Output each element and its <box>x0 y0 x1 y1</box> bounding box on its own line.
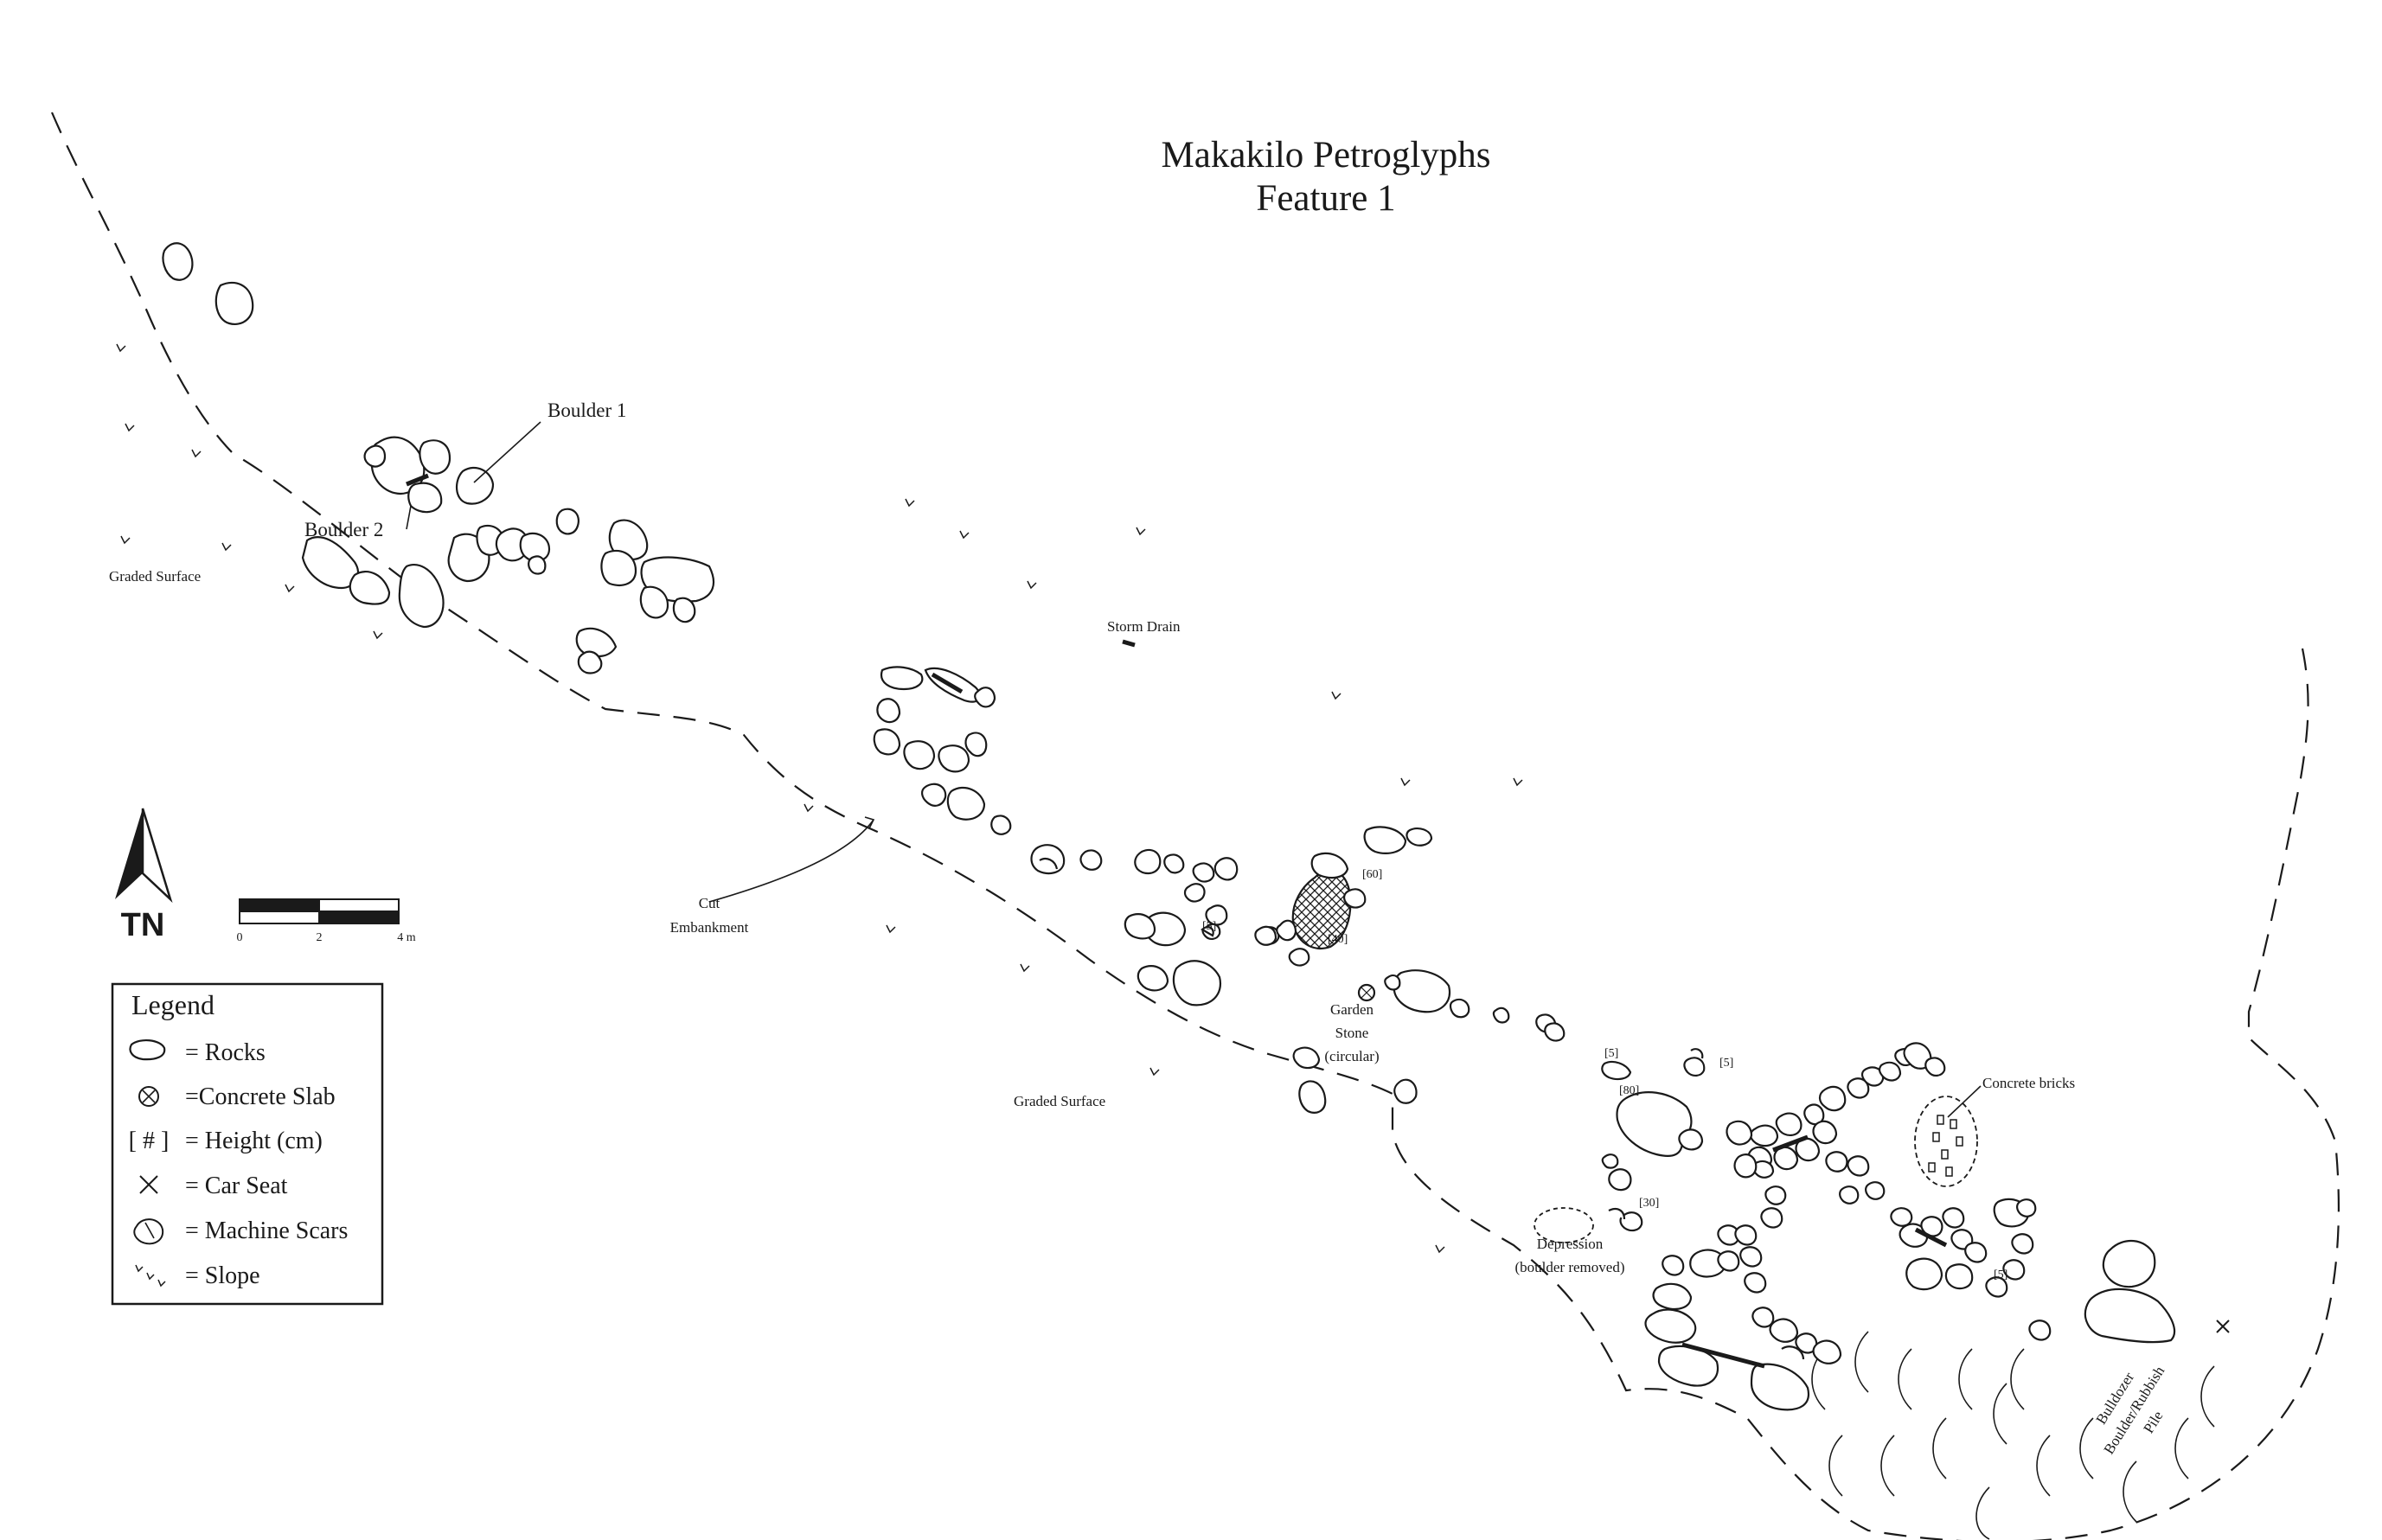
concrete-bricks-outline <box>1914 1096 1978 1187</box>
depression-label-1: Depression <box>1537 1236 1604 1252</box>
concrete-slab-icon <box>138 1086 159 1107</box>
legend-item-label: = Machine Scars <box>185 1217 348 1244</box>
height-label: [40] <box>1328 933 1348 946</box>
slope-icon <box>135 1264 166 1288</box>
slope-marks <box>116 343 1523 1254</box>
garden-stone-label-3: (circular) <box>1324 1048 1379 1064</box>
graded-surface-label-left: Graded Surface <box>109 568 201 585</box>
rocks-cluster-garden-stone <box>1292 969 1632 1104</box>
leader-lines <box>406 421 1982 1118</box>
legend-item-label: =Concrete Slab <box>185 1083 336 1110</box>
garden-stone-label-1: Garden <box>1330 1001 1374 1018</box>
scale-tick-2: 2 <box>317 931 323 944</box>
legend-title: Legend <box>131 989 215 1020</box>
garden-stone-label-2: Stone <box>1335 1025 1369 1041</box>
car-seat-icon <box>139 1175 158 1194</box>
boulder-1 <box>456 466 495 505</box>
storm-drain-label: Storm Drain <box>1107 618 1181 635</box>
height-bracket-icon: [ # ] <box>129 1128 170 1154</box>
legend-item-label: = Rocks <box>185 1039 266 1066</box>
car-seat-mark <box>2216 1320 2230 1333</box>
concrete-bricks <box>1928 1115 1963 1177</box>
depression-label-2: (boulder removed) <box>1515 1259 1625 1275</box>
graded-surface-label-center: Graded Surface <box>1014 1093 1105 1109</box>
map-subtitle: Feature 1 <box>1256 178 1395 219</box>
north-arrow-label: TN <box>121 907 165 943</box>
height-label: [5] <box>1604 1047 1618 1060</box>
cut-embankment-label-2: Embankment <box>670 919 749 936</box>
cut-embankment-line <box>50 112 2340 1540</box>
legend-item-label: = Car Seat <box>185 1173 288 1199</box>
boulder-1-label: Boulder 1 <box>547 399 626 421</box>
bulldozer-pile-label-3: Pile <box>2140 1408 2166 1436</box>
legend-item-label: = Slope <box>185 1262 260 1289</box>
bulldozer-pile-arcs <box>1811 1331 2215 1540</box>
height-label: [5] <box>1994 1268 2007 1281</box>
rocks-cluster-southeast <box>1601 1042 2176 1411</box>
legend: Legend = Rocks =Concrete Slab [ # ] = He… <box>111 982 384 1306</box>
rock-icon <box>129 1039 166 1061</box>
north-arrow-icon <box>115 808 173 904</box>
scale-tick-4: 4 m <box>397 931 416 944</box>
boulder-2-label: Boulder 2 <box>304 519 383 540</box>
depression-outline <box>1534 1207 1594 1243</box>
legend-item-label: = Height (cm) <box>185 1128 323 1154</box>
height-label: [5] <box>1719 1057 1733 1070</box>
height-label: [80] <box>1619 1084 1639 1097</box>
storm-drain <box>1122 639 1136 648</box>
height-label: [30] <box>1639 1197 1659 1210</box>
height-label: [60] <box>1362 868 1382 881</box>
map-title: Makakilo Petroglyphs <box>1162 135 1491 176</box>
machine-scars-icon <box>133 1218 164 1245</box>
wall-lines <box>406 473 1948 1369</box>
height-label: [5] <box>1202 920 1216 933</box>
concrete-bricks-label: Concrete bricks <box>1982 1075 2075 1091</box>
cut-embankment-label-1: Cut <box>699 895 720 911</box>
rocks-cluster-northwest <box>162 242 715 674</box>
rocks-cluster-central <box>873 666 1327 1114</box>
scale-tick-0: 0 <box>237 931 243 944</box>
scale-bar <box>239 898 400 924</box>
